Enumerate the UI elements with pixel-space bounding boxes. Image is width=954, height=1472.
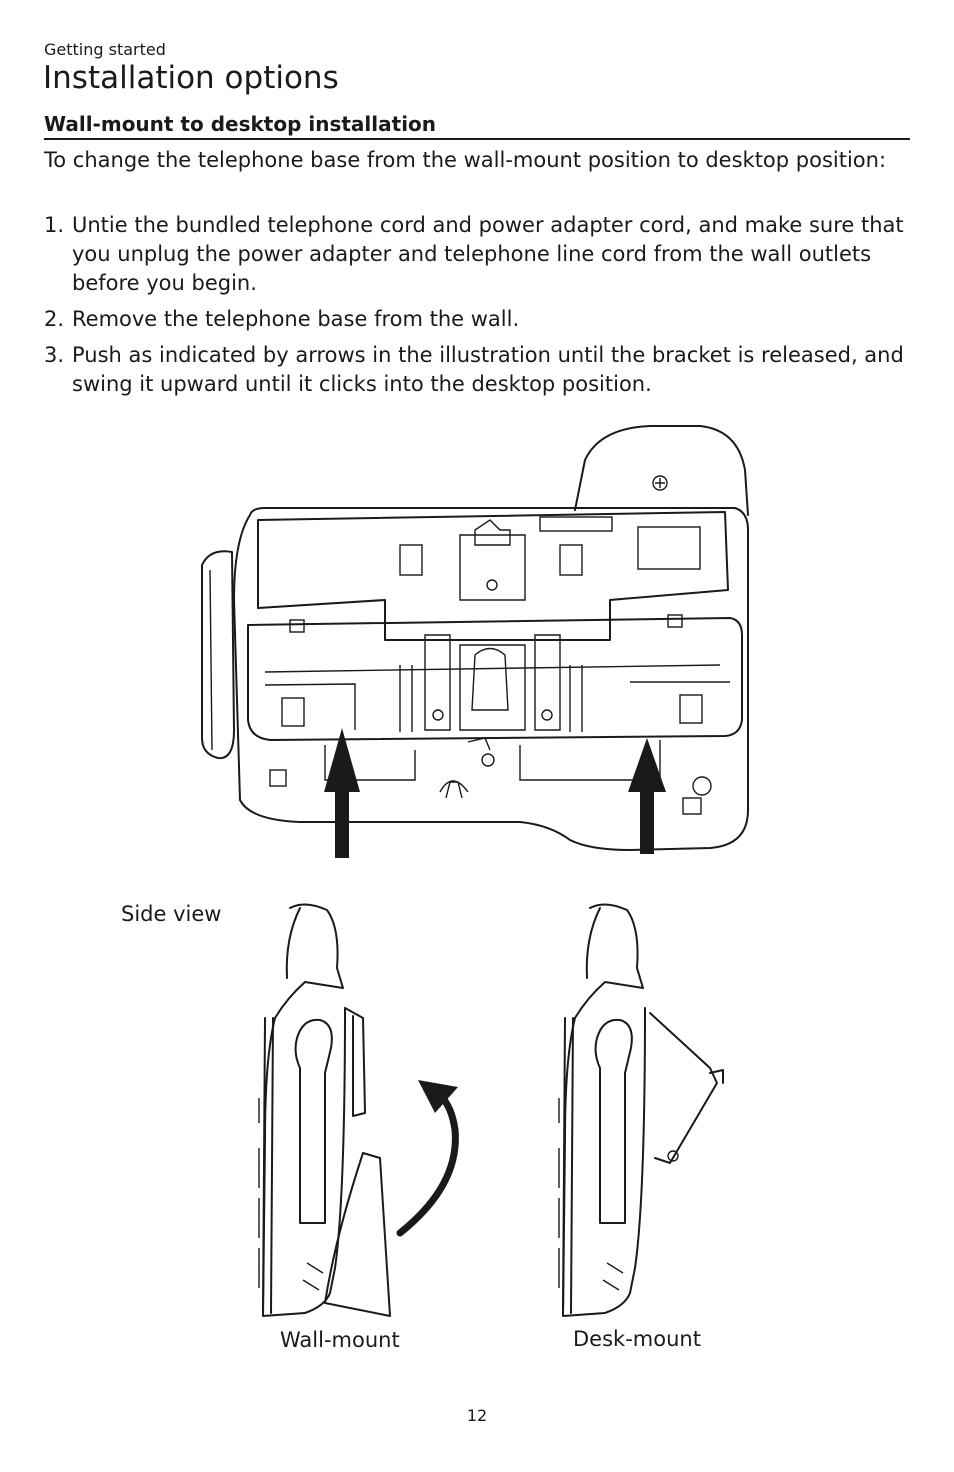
subsection-heading: Wall-mount to desktop installation (44, 112, 910, 140)
steps-list: 1. Untie the bundled telephone cord and … (44, 211, 904, 406)
list-item: 1. Untie the bundled telephone cord and … (44, 211, 904, 298)
intro-text: To change the telephone base from the wa… (44, 148, 887, 172)
push-arrow-right (640, 788, 654, 854)
step-number: 2. (44, 307, 65, 331)
desk-mount-caption: Desk-mount (573, 1327, 701, 1351)
base-bottom-illustration (201, 425, 749, 858)
step-text: Push as indicated by arrows in the illus… (72, 343, 904, 396)
section-label: Getting started (44, 40, 166, 59)
step-text: Untie the bundled telephone cord and pow… (72, 213, 904, 295)
swing-up-arrow (396, 1080, 459, 1237)
list-item: 3. Push as indicated by arrows in the il… (44, 341, 904, 399)
side-view-caption: Side view (121, 902, 222, 926)
page-number: 12 (466, 1406, 488, 1425)
list-item: 2. Remove the telephone base from the wa… (44, 305, 904, 334)
step-text: Remove the telephone base from the wall. (72, 307, 520, 331)
desk-mount-side-illustration (558, 903, 724, 1317)
step-number: 1. (44, 213, 65, 237)
wall-mount-caption: Wall-mount (280, 1328, 400, 1352)
page-title: Installation options (43, 60, 339, 96)
wall-mount-side-illustration (258, 903, 391, 1317)
push-arrow-left (335, 788, 349, 858)
step-number: 3. (44, 343, 65, 367)
